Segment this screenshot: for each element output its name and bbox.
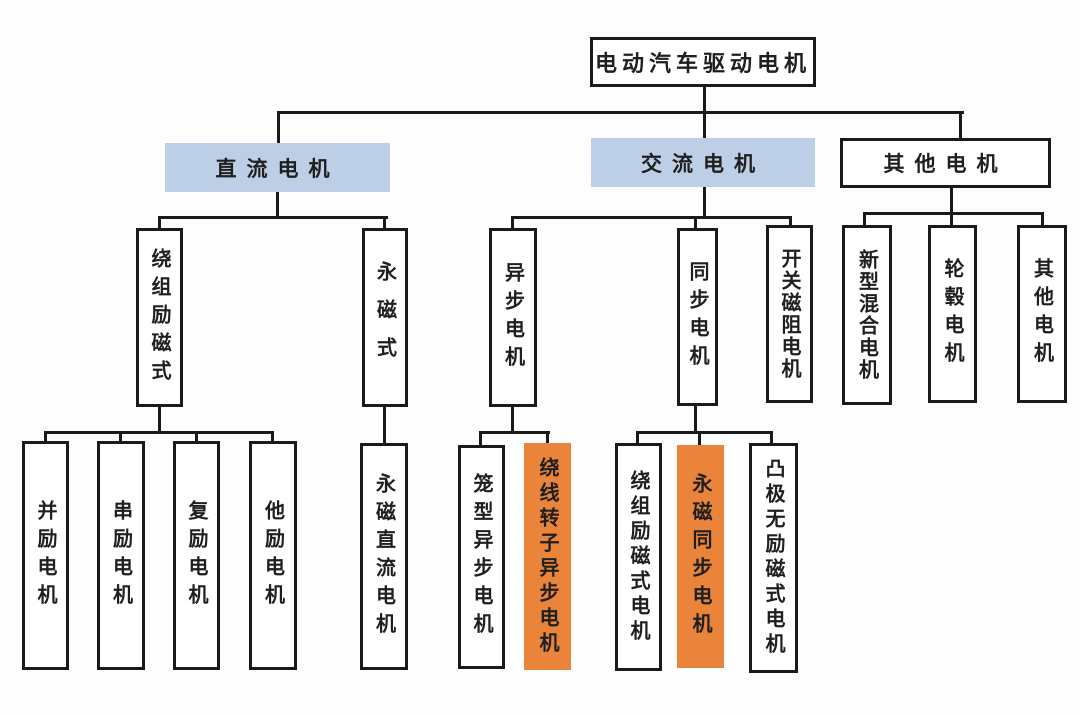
connector-line	[511, 407, 514, 433]
connector-line	[195, 431, 198, 443]
node-label: 交流电机	[641, 151, 765, 176]
connector-line	[276, 192, 279, 218]
node-label: 开关磁阻电机	[778, 248, 800, 380]
node-label: 绕组励磁式电机	[627, 469, 649, 645]
node-salient-pole-non-excited-motor: 凸极无励磁式电机	[749, 443, 798, 673]
node-pm-dc-motor: 永磁直流电机	[360, 443, 408, 670]
node-label: 异步电机	[501, 261, 524, 374]
connector-line	[863, 212, 1044, 215]
connector-line	[479, 431, 550, 434]
connector-line	[636, 431, 639, 445]
connector-line	[511, 216, 792, 219]
node-async-motor: 异步电机	[489, 228, 537, 407]
connector-line	[789, 216, 792, 227]
connector-line	[383, 407, 386, 445]
node-label: 复励电机	[185, 499, 207, 612]
node-label: 串励电机	[109, 499, 132, 612]
connector-line	[694, 216, 697, 230]
connector-line	[950, 188, 953, 214]
connector-line	[119, 431, 122, 443]
node-pm-sync-motor: 永磁同步电机	[677, 445, 724, 668]
node-other-motors: 其他电机	[840, 138, 1051, 188]
node-compound-wound-motor: 复励电机	[173, 441, 220, 670]
connector-line	[950, 212, 953, 227]
connector-line	[277, 111, 280, 143]
node-shunt-wound-motor: 并励电机	[22, 441, 69, 670]
connector-line	[383, 216, 386, 230]
node-wheel-hub-motor: 轮毂电机	[928, 225, 977, 403]
node-wound-field-sync-motor: 绕组励磁式电机	[615, 443, 662, 671]
connector-line	[158, 216, 161, 230]
connector-line	[863, 212, 866, 227]
node-label: 凸极无励磁式电机	[762, 458, 784, 658]
node-other-motor: 其他电机	[1017, 225, 1067, 403]
node-label: 绕线转子异步电机	[536, 456, 558, 657]
connector-line	[44, 431, 274, 434]
node-label: 并励电机	[34, 499, 56, 612]
node-label: 永磁直流电机	[372, 472, 395, 641]
node-label: 轮毂电机	[941, 258, 963, 370]
connector-line	[158, 216, 388, 219]
connector-line	[703, 187, 706, 218]
node-label: 永磁式	[373, 260, 396, 375]
node-separately-excited-motor: 他励电机	[249, 441, 297, 670]
connector-line	[959, 111, 962, 139]
node-label: 其他电机	[883, 152, 1008, 176]
connector-line	[44, 431, 47, 443]
connector-line	[511, 216, 514, 230]
node-label: 笼型异步电机	[470, 473, 492, 641]
node-label: 同步电机	[686, 261, 708, 373]
connector-line	[698, 431, 701, 447]
connector-line	[277, 111, 964, 114]
node-label: 他励电机	[261, 499, 284, 612]
node-dc-motor: 直流电机	[165, 143, 390, 192]
node-ac-motor: 交流电机	[591, 138, 815, 187]
node-label: 永磁同步电机	[689, 472, 711, 641]
node-sync-motor: 同步电机	[677, 228, 718, 406]
node-permanent-magnet-type: 永磁式	[362, 228, 408, 407]
connector-line	[546, 431, 549, 445]
connector-line	[694, 406, 697, 433]
connector-line	[158, 407, 161, 433]
node-label: 新型混合电机	[855, 249, 878, 381]
node-cage-async-motor: 笼型异步电机	[458, 445, 505, 669]
node-switched-reluctance-motor: 开关磁阻电机	[766, 225, 813, 403]
node-wound-field-type: 绕组励磁式	[136, 228, 183, 407]
node-label: 电动汽车驱动电机	[594, 51, 811, 76]
connector-line	[636, 431, 773, 434]
node-new-hybrid-motor: 新型混合电机	[842, 225, 892, 405]
node-label: 绕组励磁式	[148, 247, 170, 388]
connector-line	[770, 431, 773, 445]
node-series-wound-motor: 串励电机	[97, 441, 145, 670]
connector-line	[479, 431, 482, 447]
node-wound-rotor-async-motor: 绕线转子异步电机	[524, 443, 571, 670]
connector-line	[271, 431, 274, 443]
node-label: 其他电机	[1030, 258, 1053, 370]
node-label: 直流电机	[215, 156, 340, 181]
node-ev-drive-motor: 电动汽车驱动电机	[590, 37, 816, 87]
connector-line	[1041, 212, 1044, 227]
